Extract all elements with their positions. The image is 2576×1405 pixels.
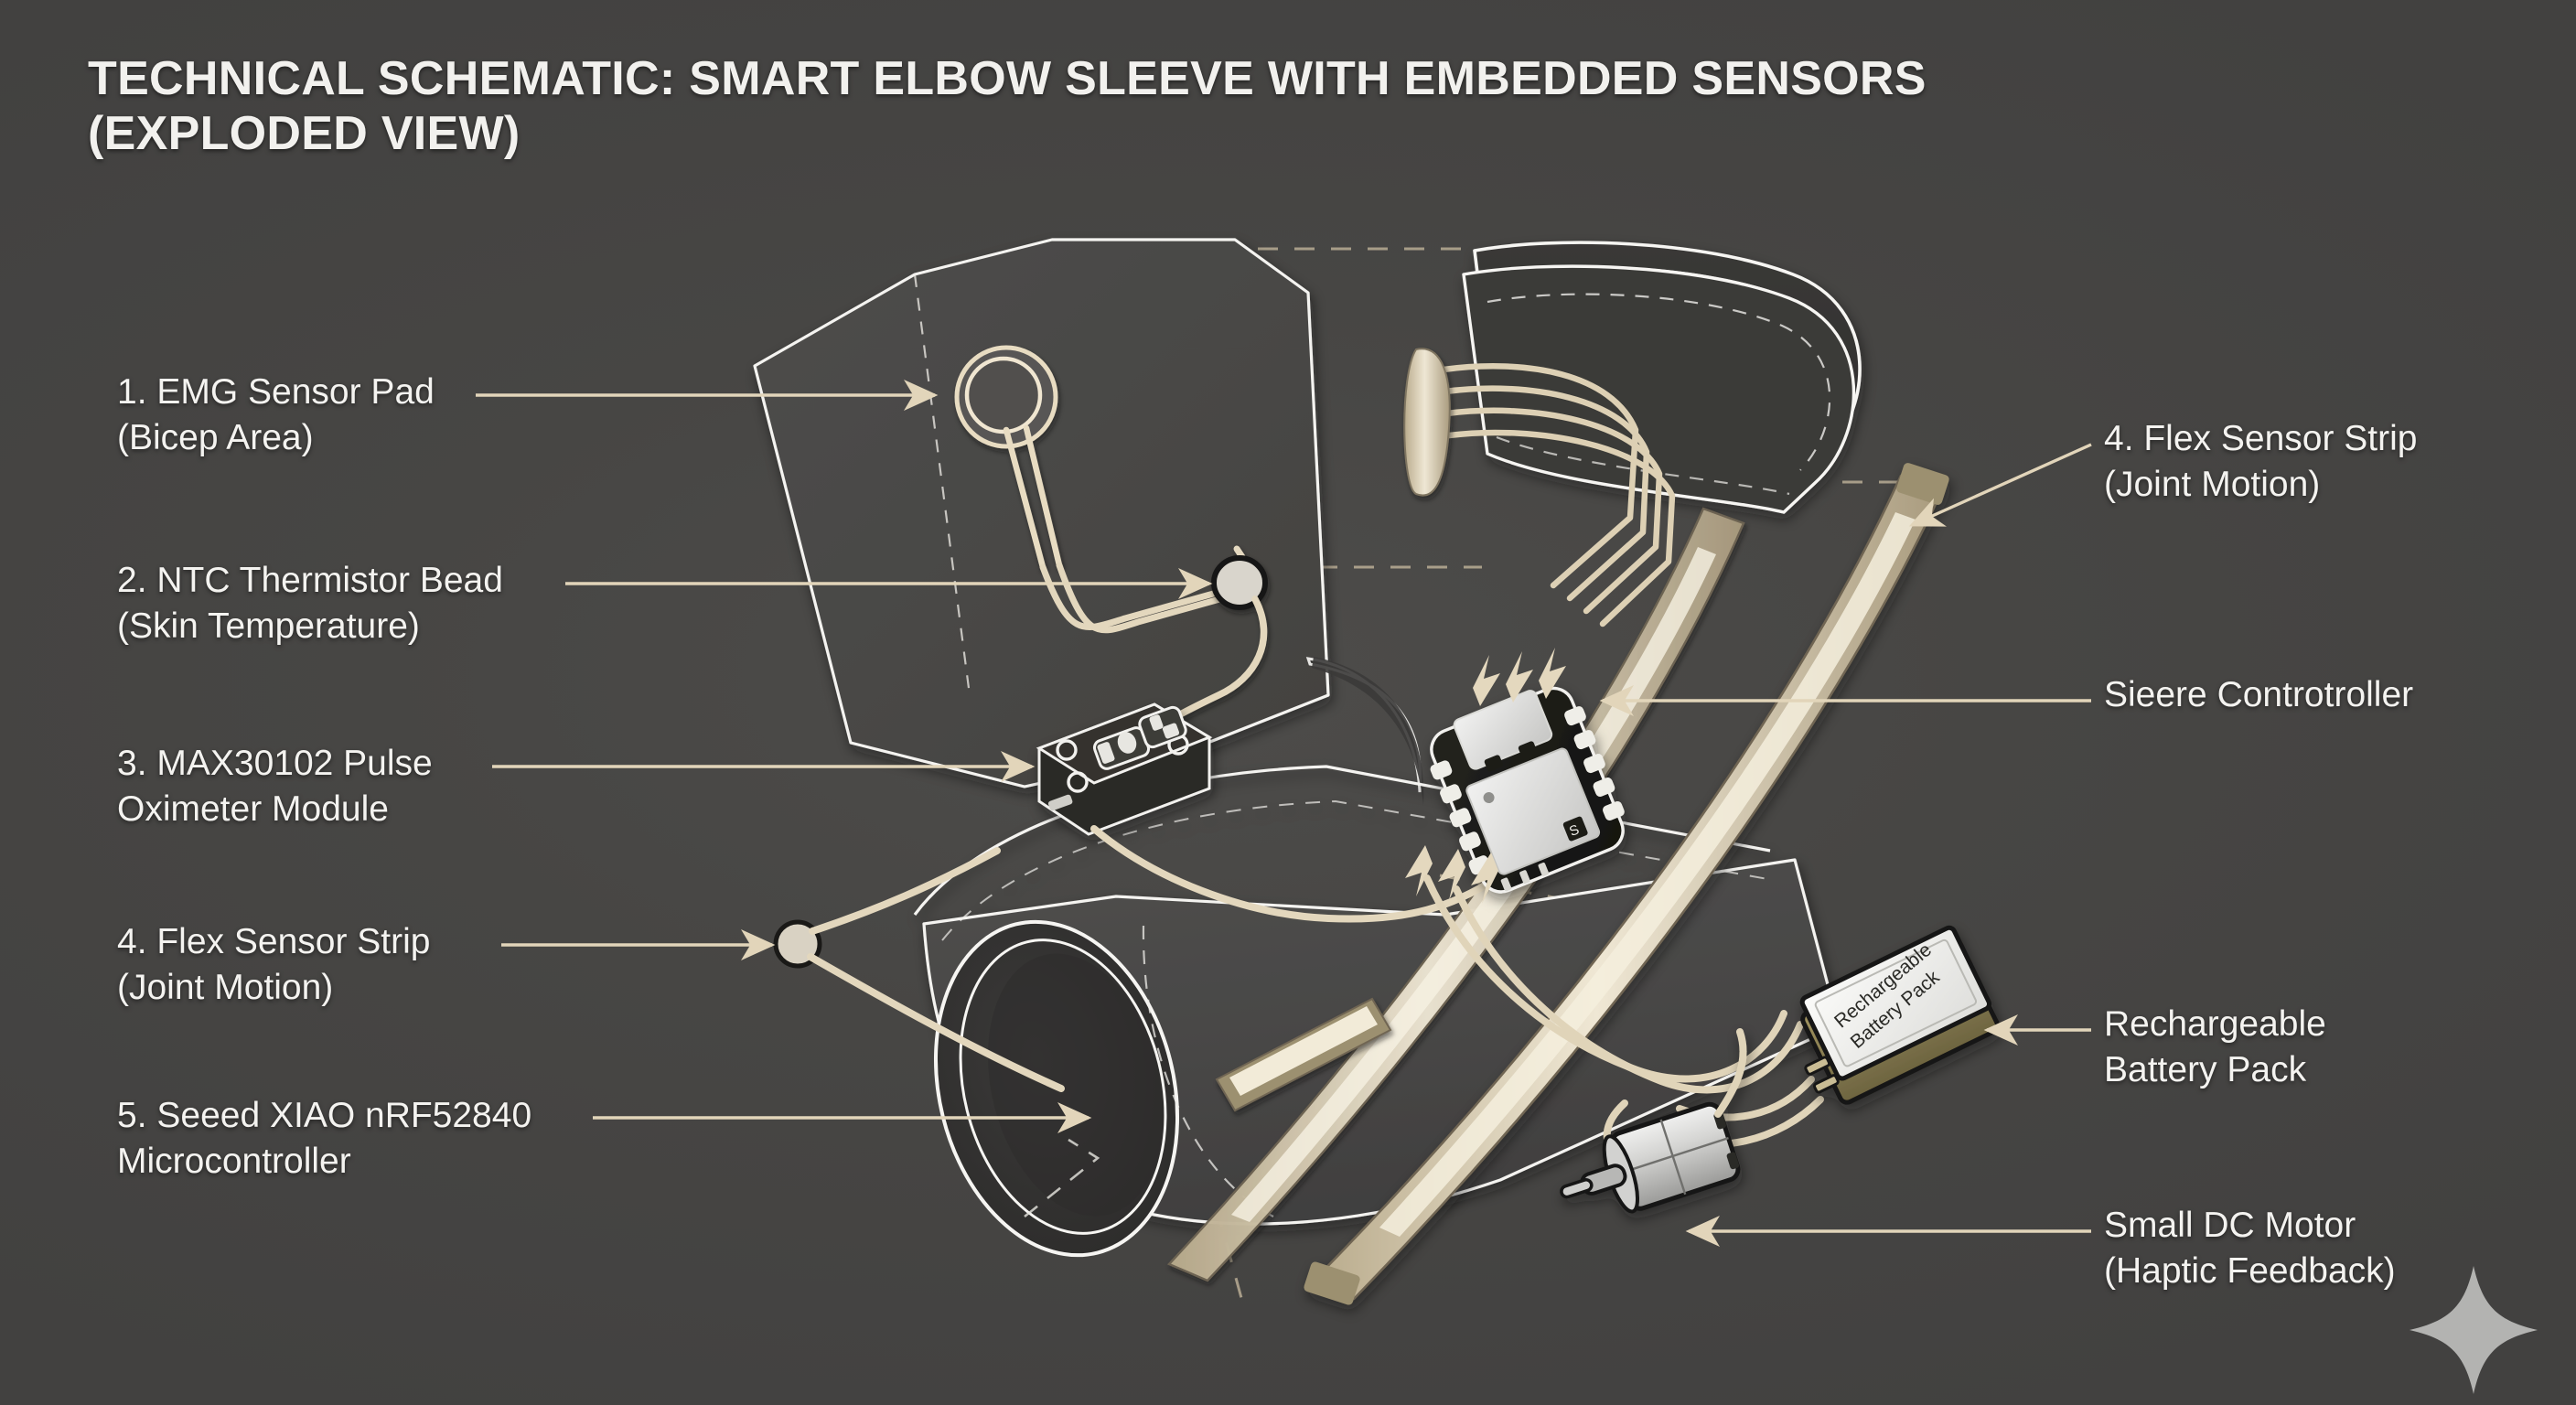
callout-max30102-module: 3. MAX30102 Pulse Oximeter Module: [117, 744, 433, 829]
flex-sensor-strip-pocket: [1215, 997, 1392, 1112]
callout-seeed-xiao-mcu: 5. Seeed XIAO nRF52840 Microcontroller: [117, 1096, 532, 1181]
callout-rechargeable-battery: Rechargeable Battery Pack: [2104, 1004, 2326, 1089]
callout-small-dc-motor: Small DC Motor (Haptic Feedback): [2104, 1206, 2396, 1291]
emg-trace-wire: [1039, 562, 1233, 634]
elbow-gusset: [1305, 657, 1424, 805]
callout-flex-sensor-right: 4. Flex Sensor Strip (Joint Motion): [2104, 419, 2418, 504]
cuff-trace-bundle: [1440, 363, 1676, 627]
leader-flex-sensor-right: [1908, 443, 2092, 527]
cuff-connector-tab: [1403, 348, 1451, 497]
callout-emg-sensor-pad: 1. EMG Sensor Pad (Bicep Area): [117, 372, 435, 457]
callout-flex-sensor-left: 4. Flex Sensor Strip (Joint Motion): [117, 922, 431, 1007]
upper-sleeve-panel: [753, 238, 1330, 788]
sparkle-icon: [2410, 1266, 2538, 1394]
oximeter-to-mcu-wire: [1090, 825, 1500, 923]
callout-sieere-controller: Sieere Controtroller: [2104, 675, 2414, 714]
max30102-module: [1036, 702, 1213, 836]
callout-leader-lines: [476, 380, 2092, 1247]
seeed-xiao-microcontroller: S: [1430, 686, 1625, 894]
callout-ntc-thermistor: 2. NTC Thermistor Bead (Skin Temperature…: [117, 561, 503, 646]
page-title: TECHNICAL SCHEMATIC: SMART ELBOW SLEEVE …: [88, 52, 1927, 161]
mcu-assembly-arrows: [1405, 648, 1566, 904]
upper-cuff-band: [1462, 241, 1862, 514]
emg-sensor-pad: [954, 345, 1063, 571]
cuff-stitch-line: [1142, 925, 1274, 1217]
flex-sensor-endpoint-left: [773, 847, 1065, 1092]
rechargeable-battery-pack: Rechargeable Battery Pack: [1799, 925, 2000, 1105]
small-dc-motor: [1560, 1028, 1747, 1214]
